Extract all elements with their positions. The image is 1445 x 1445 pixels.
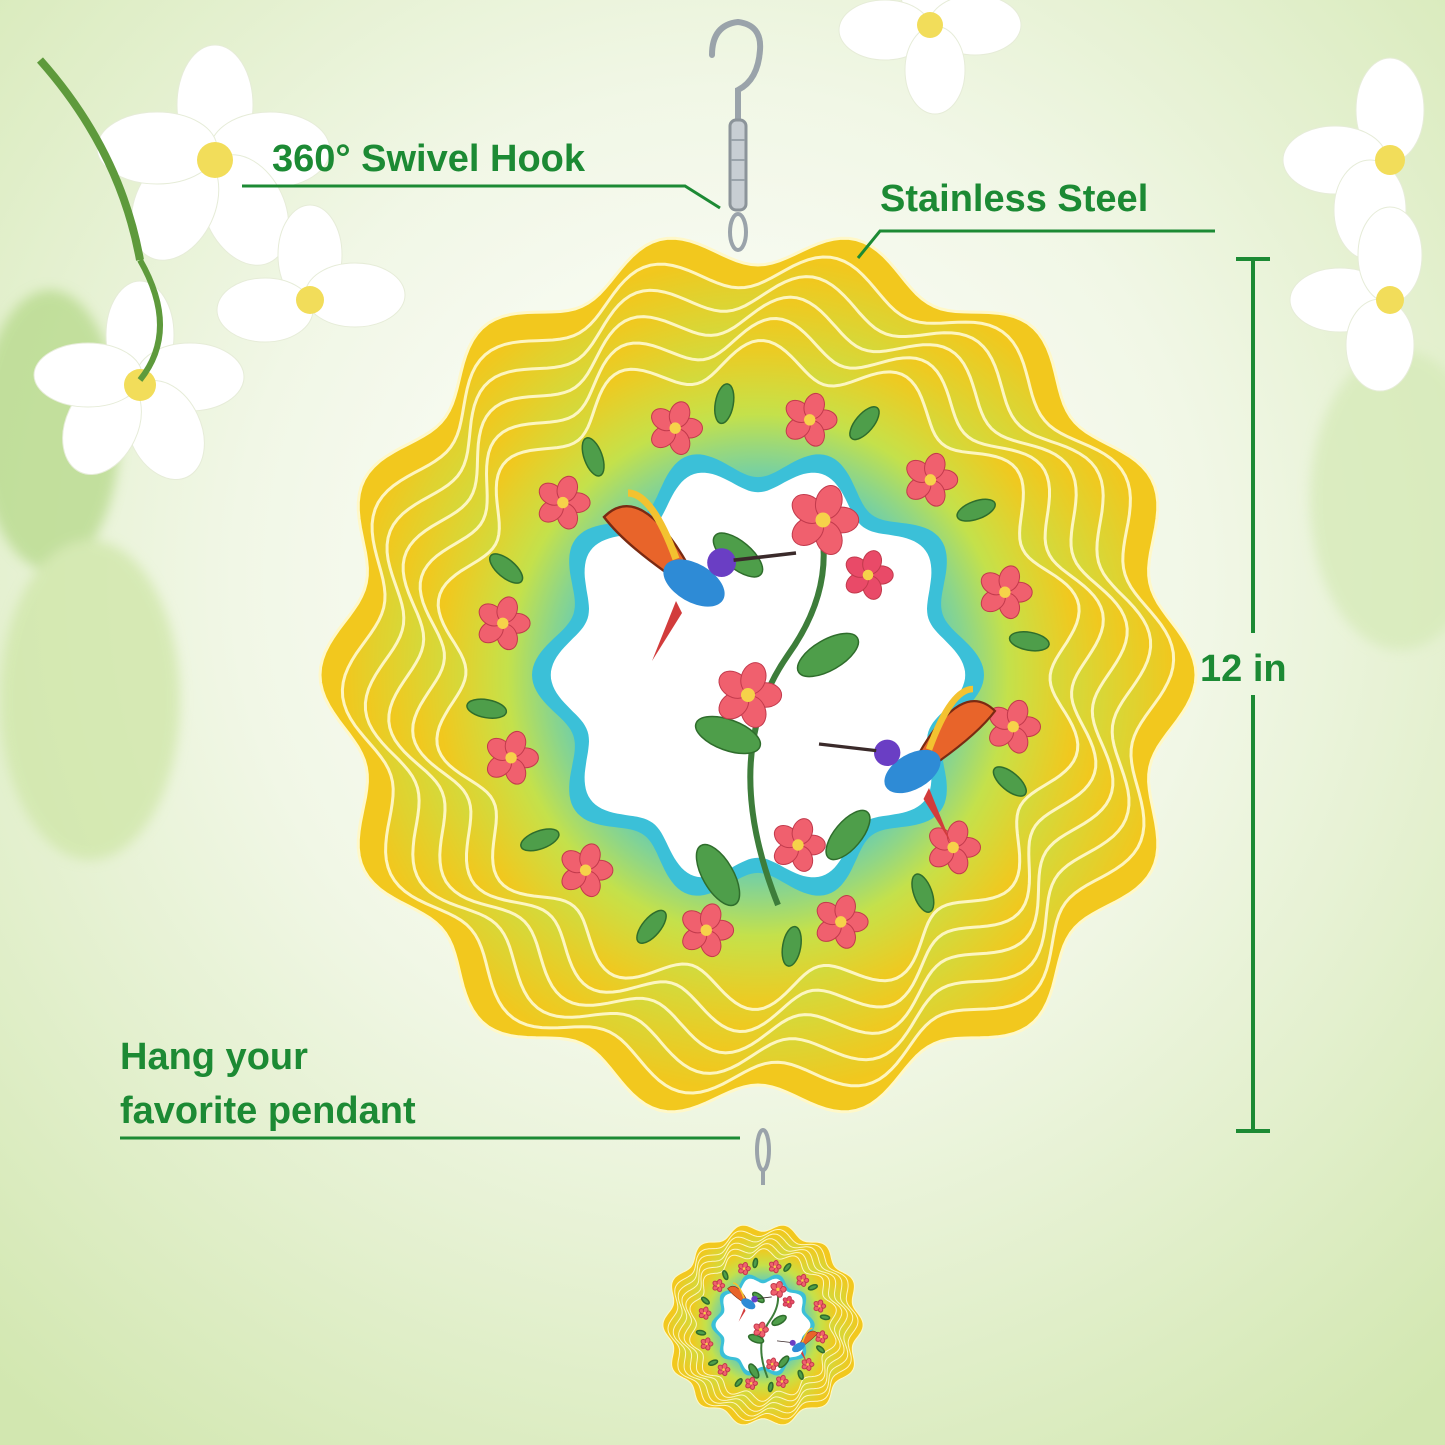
jasmine-blossom-icon — [0, 290, 1445, 860]
leaf-icon — [771, 1314, 787, 1327]
leaf-icon — [796, 632, 860, 678]
flower-icon — [791, 485, 860, 555]
flower-icon — [929, 820, 981, 875]
hummingbird-icon — [727, 1282, 772, 1322]
flower-icon — [738, 1261, 751, 1276]
flower-icon — [782, 1295, 795, 1309]
leaf-icon — [956, 498, 996, 522]
leaf-icon — [748, 1363, 760, 1379]
hummingbird-icon — [776, 1327, 818, 1364]
flower-icon — [478, 596, 531, 651]
leaf-icon — [767, 1381, 774, 1393]
leaf-icon — [520, 828, 560, 852]
size-dimension-line — [1236, 257, 1270, 1133]
flower-icon — [766, 1357, 779, 1371]
hummingbird-icon — [818, 685, 997, 843]
flower-icon — [717, 1363, 731, 1377]
flower-icon — [785, 392, 838, 447]
leaf-icon — [777, 1355, 790, 1369]
leaf-icon — [752, 1257, 759, 1269]
leaf-icon — [825, 809, 871, 861]
leaf-icon — [992, 766, 1027, 797]
pendant-label: Hang your favorite pendant — [120, 1030, 416, 1138]
wind-spinner — [318, 236, 1198, 1114]
flower-icon — [796, 1273, 810, 1287]
swivel-hook-icon — [709, 18, 764, 252]
flower-icon — [801, 1357, 815, 1371]
flower-icon — [816, 895, 869, 949]
leaf-icon — [1008, 631, 1050, 652]
leaf-icon — [700, 1296, 710, 1305]
flower-icon — [712, 1279, 726, 1293]
leaf-icon — [714, 383, 735, 425]
flower-icon — [770, 1280, 787, 1298]
pendant-hook-icon — [755, 1128, 771, 1185]
flower-icon — [561, 843, 614, 898]
swivel-hook-label: 360° Swivel Hook — [272, 138, 585, 180]
flower-icon — [718, 662, 783, 728]
flower-icon — [773, 818, 826, 872]
hook-callout-line — [242, 184, 721, 210]
leaf-icon — [781, 925, 802, 967]
flower-icon — [698, 1306, 712, 1320]
hummingbird-icon — [602, 489, 797, 661]
flower-icon — [980, 565, 1033, 620]
leaf-icon — [783, 1262, 792, 1272]
flower-icon — [845, 550, 894, 600]
size-label: 12 in — [1200, 648, 1287, 690]
flower-icon — [651, 401, 703, 455]
pendant-spinner — [662, 1224, 864, 1426]
flower-icon — [813, 1299, 827, 1313]
pendant-label-line1: Hang your — [120, 1036, 308, 1078]
leaf-icon — [694, 715, 762, 755]
leaf-icon — [722, 1270, 729, 1281]
flower-icon — [768, 1260, 782, 1274]
leaf-icon — [489, 553, 524, 584]
leaf-icon — [797, 1369, 804, 1380]
flower-icon — [753, 1321, 769, 1338]
leaf-icon — [636, 909, 667, 944]
leaf-icon — [911, 873, 935, 913]
flower-icon — [745, 1376, 758, 1390]
leaf-icon — [708, 1359, 719, 1366]
material-callout-line — [856, 229, 1215, 259]
callout-lines — [120, 184, 1215, 1140]
flower-icon — [486, 730, 539, 785]
leaf-icon — [816, 1345, 826, 1354]
jasmine-blossom-icon — [33, 0, 1425, 481]
leaf-icon — [581, 437, 605, 477]
flower-icon — [538, 475, 591, 530]
flower-icon — [682, 903, 735, 958]
flower-icon — [906, 452, 959, 507]
leaf-icon — [849, 406, 880, 441]
leaf-icon — [734, 1378, 743, 1388]
leaf-icon — [466, 698, 508, 719]
leaf-icon — [807, 1284, 818, 1291]
pendant-label-line2: favorite pendant — [120, 1090, 416, 1132]
flower-icon — [776, 1374, 789, 1389]
leaf-icon — [819, 1314, 831, 1321]
flower-icon — [700, 1337, 714, 1351]
flower-icon — [989, 699, 1041, 754]
leaf-icon — [695, 1329, 707, 1336]
material-label: Stainless Steel — [880, 178, 1149, 220]
leaf-icon — [695, 843, 741, 907]
